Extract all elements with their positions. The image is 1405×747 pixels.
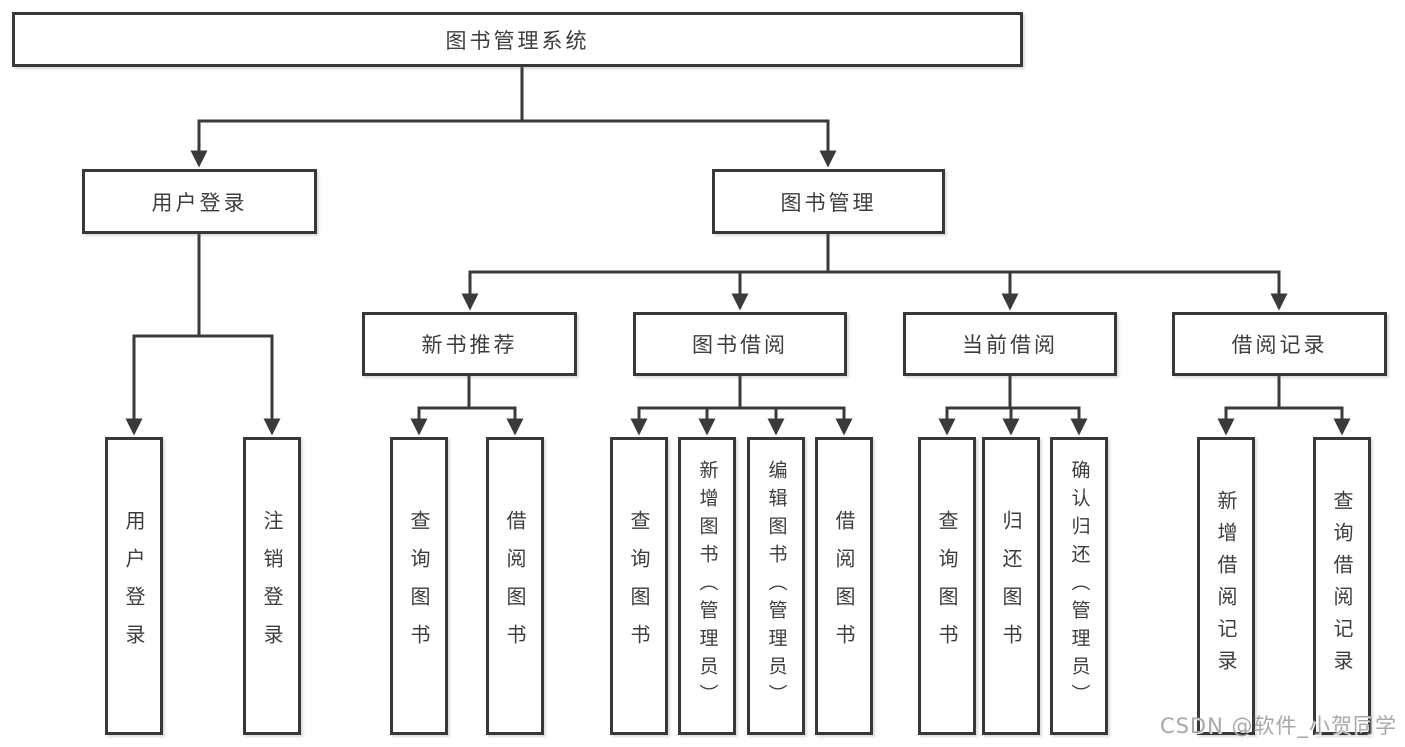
leaf-logout: 注销登录 [243, 437, 301, 735]
leaf-add-books-admin: 新增图书（管理员） [678, 437, 736, 735]
node-library-system: 图书管理系统 [12, 12, 1023, 67]
leaf-return-books: 归还图书 [982, 437, 1040, 735]
node-new-book-recommend: 新书推荐 [362, 312, 577, 376]
leaf-query-borrow-record: 查询借阅记录 [1313, 437, 1371, 735]
node-borrow-records: 借阅记录 [1172, 312, 1387, 376]
node-user-login: 用户登录 [82, 169, 317, 234]
leaf-recommend-borrow-books: 借阅图书 [486, 437, 544, 735]
leaf-confirm-return-admin: 确认归还（管理员） [1050, 437, 1108, 735]
leaf-current-query-books: 查询图书 [918, 437, 976, 735]
leaf-add-borrow-record: 新增借阅记录 [1197, 437, 1255, 735]
leaf-user-login: 用户登录 [105, 437, 163, 735]
csdn-watermark: CSDN @软件_小贺同学 [1159, 714, 1397, 738]
leaf-recommend-query-books: 查询图书 [390, 437, 448, 735]
node-book-management: 图书管理 [712, 169, 945, 234]
node-current-borrow: 当前借阅 [903, 312, 1117, 376]
leaf-edit-books-admin: 编辑图书（管理员） [747, 437, 805, 735]
node-book-borrow: 图书借阅 [633, 312, 847, 376]
leaf-borrow-books: 借阅图书 [815, 437, 873, 735]
leaf-borrow-query-books: 查询图书 [610, 437, 668, 735]
